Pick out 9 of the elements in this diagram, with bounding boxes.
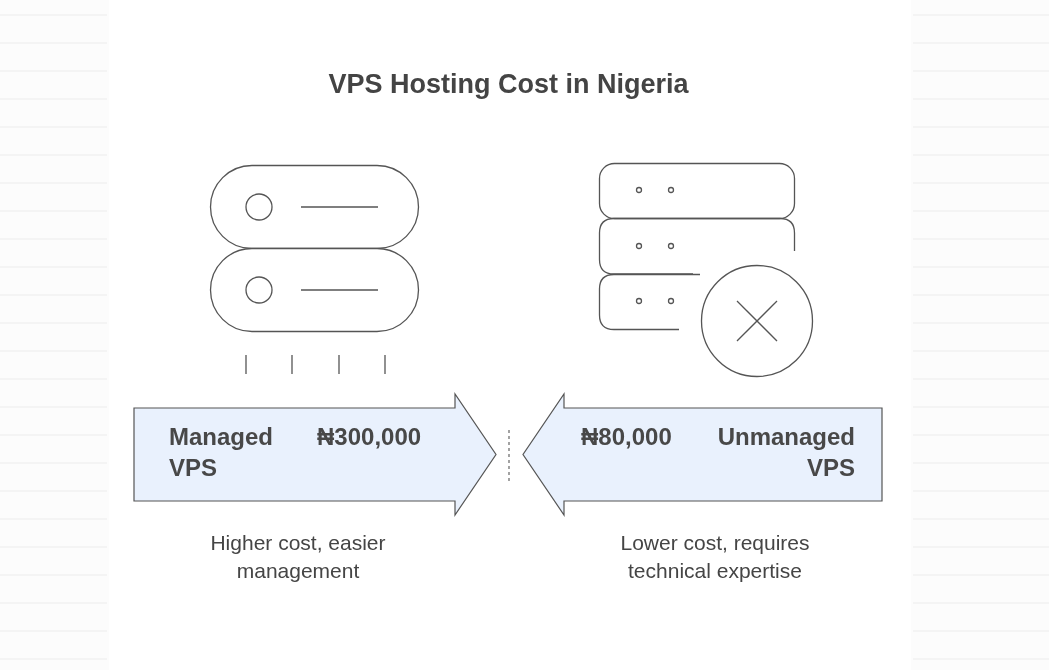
plan-name: Managed VPS [169,422,274,483]
price-text: ₦300,000 [317,422,423,452]
title: VPS Hosting Cost in Nigeria [327,69,690,100]
caption-text: Higher cost, easier management [209,530,387,584]
caption-text: Lower cost, requires technical expertise [619,530,811,584]
plan-name: Unmanaged VPS [716,422,855,483]
block-arrow [523,394,882,515]
block-arrow [134,394,496,515]
price-text: ₦80,000 [581,422,673,452]
